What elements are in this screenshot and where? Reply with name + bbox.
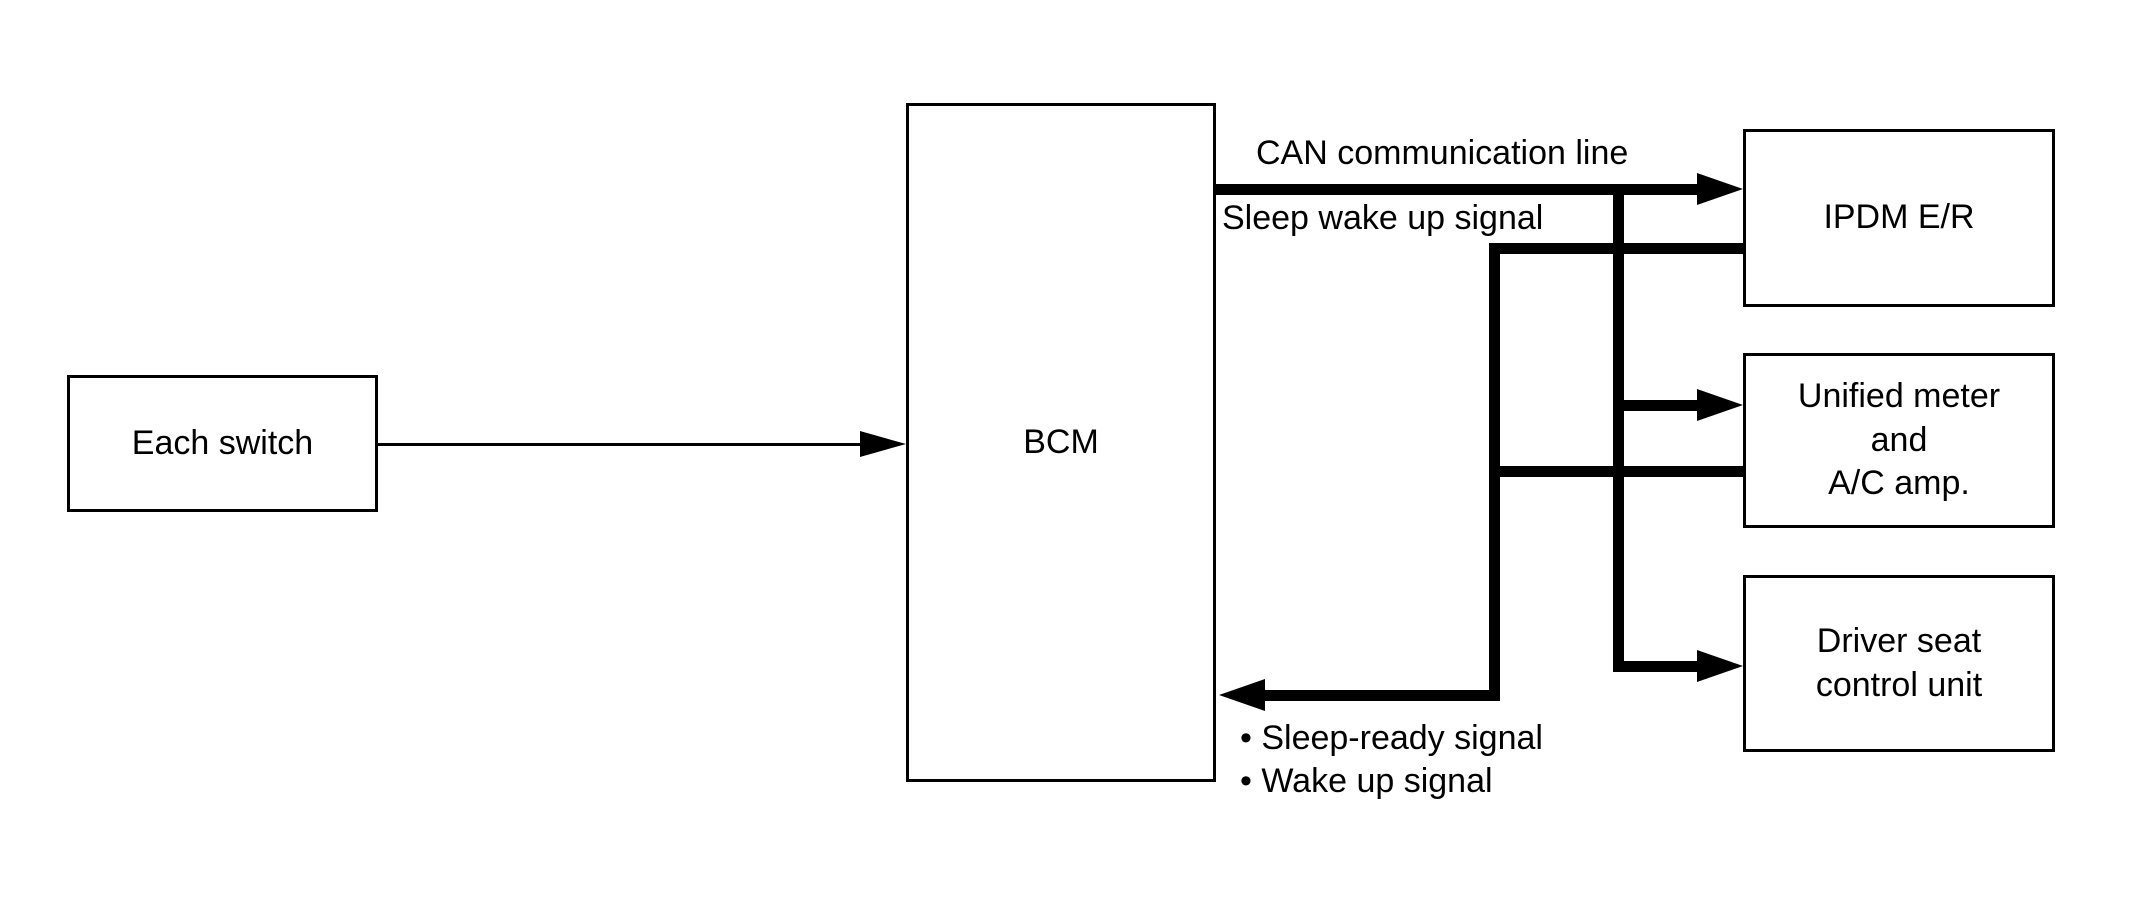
- each-switch-to-bcm-line: [378, 443, 862, 446]
- sleep-ipdm-horizontal: [1489, 243, 1743, 254]
- arrowhead-can-into-unified-meter: [1697, 389, 1743, 421]
- can-to-driver-seat-line: [1613, 661, 1703, 672]
- wake-up-signal-bullet: • Wake up signal: [1240, 762, 1493, 800]
- arrowhead-sleep-into-bcm: [1219, 679, 1265, 711]
- can-main-line: [1216, 184, 1700, 195]
- arrowhead-into-bcm-thin: [860, 431, 906, 457]
- can-branch-vertical: [1613, 184, 1624, 672]
- node-each-switch: Each switch: [67, 375, 378, 512]
- arrowhead-can-into-ipdm: [1697, 173, 1743, 205]
- sleep-to-bcm-line: [1262, 690, 1500, 701]
- sleep-ready-signal-bullet: • Sleep-ready signal: [1240, 719, 1543, 757]
- arrowhead-can-into-driver-seat: [1697, 650, 1743, 682]
- node-ipdm-er: IPDM E/R: [1743, 129, 2055, 307]
- sleep-wake-up-signal-label: Sleep wake up signal: [1222, 199, 1544, 237]
- node-driver-seat-control-unit: Driver seat control unit: [1743, 575, 2055, 752]
- node-unified-meter-ac-amp: Unified meter and A/C amp.: [1743, 353, 2055, 528]
- sleep-unified-horizontal: [1489, 466, 1743, 477]
- can-communication-line-label: CAN communication line: [1256, 134, 1629, 172]
- can-to-unified-meter-line: [1613, 400, 1703, 411]
- node-bcm: BCM: [906, 103, 1216, 782]
